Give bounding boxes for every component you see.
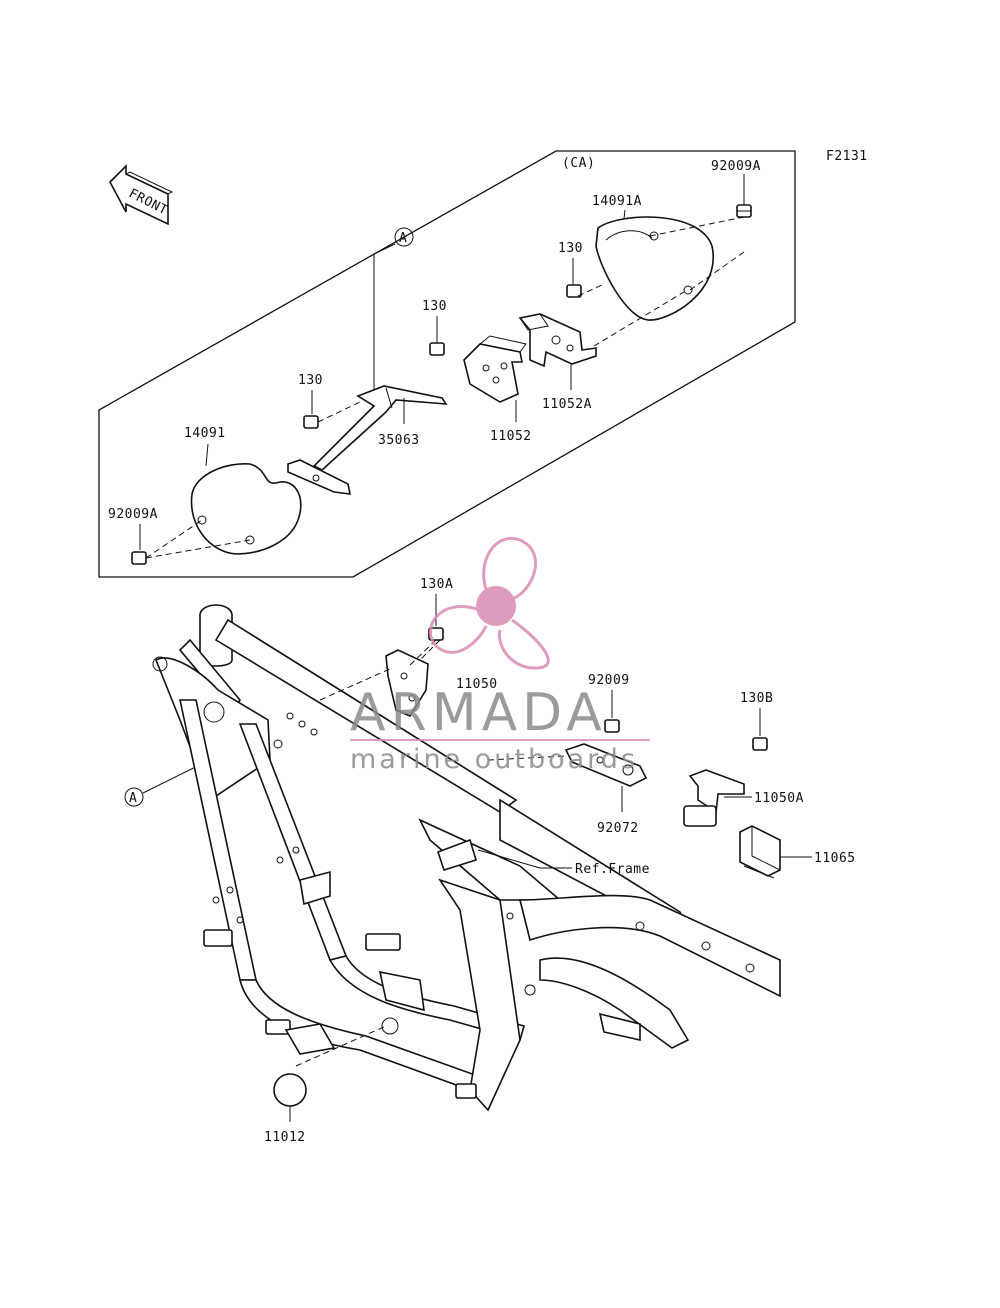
- propeller-logo-icon: [429, 536, 550, 670]
- callout-11012: 11012: [264, 1130, 306, 1145]
- callout-92072: 92072: [597, 821, 639, 836]
- bolt-130-right: [566, 284, 582, 298]
- watermark-tagline: marine outboards: [350, 744, 638, 775]
- bracket-11052A: [518, 313, 597, 368]
- bracket-11052: [463, 335, 527, 403]
- ref-circle-a-top: A: [394, 227, 414, 247]
- ref-frame-label: Ref.Frame: [575, 862, 650, 877]
- ref-circle-a-frame: A: [124, 787, 144, 807]
- svg-text:A: A: [129, 791, 137, 806]
- bolt-92009: [604, 719, 620, 733]
- callout-11050: 11050: [456, 677, 498, 692]
- part-11065: [739, 825, 781, 879]
- callout-11050A: 11050A: [754, 791, 804, 806]
- motorcycle-frame: [152, 604, 781, 1112]
- callout-130-left: 130: [298, 373, 323, 388]
- bolt-130-mid: [429, 342, 445, 356]
- watermark-brand: ARMADA: [350, 683, 607, 743]
- cover-14091: [190, 463, 302, 555]
- region-code: (CA): [562, 156, 595, 171]
- watermark: ARMADA marine outboards: [350, 536, 650, 775]
- bolt-130B: [752, 737, 768, 751]
- callout-130-mid: 130: [422, 299, 447, 314]
- callout-92009A-bottom: 92009A: [108, 507, 158, 522]
- plate-92072: [564, 743, 648, 787]
- ca-detail-box: [98, 150, 796, 578]
- bracket-11050: [385, 649, 429, 718]
- cover-14091A: [595, 216, 715, 321]
- callout-130-right: 130: [558, 241, 583, 256]
- figure-code: F2131: [826, 149, 868, 164]
- front-arrow-icon: FRONT: [109, 164, 174, 226]
- bracket-11050A: [683, 769, 745, 827]
- callout-130B: 130B: [740, 691, 773, 706]
- bolt-92009A-top: [736, 204, 752, 218]
- callout-14091: 14091: [184, 426, 226, 441]
- callout-14091A: 14091A: [592, 194, 642, 209]
- callout-92009: 92009: [588, 673, 630, 688]
- svg-text:A: A: [399, 231, 407, 246]
- callout-11052A: 11052A: [542, 397, 592, 412]
- plug-11012: [273, 1073, 307, 1107]
- bolt-130-left: [303, 415, 319, 429]
- callout-11065: 11065: [814, 851, 856, 866]
- callout-92009A-top: 92009A: [711, 159, 761, 174]
- bolt-92009A-bottom: [131, 551, 147, 565]
- callout-130A: 130A: [420, 577, 453, 592]
- callout-35063: 35063: [378, 433, 420, 448]
- callout-11052: 11052: [490, 429, 532, 444]
- stay-35063: [287, 385, 448, 495]
